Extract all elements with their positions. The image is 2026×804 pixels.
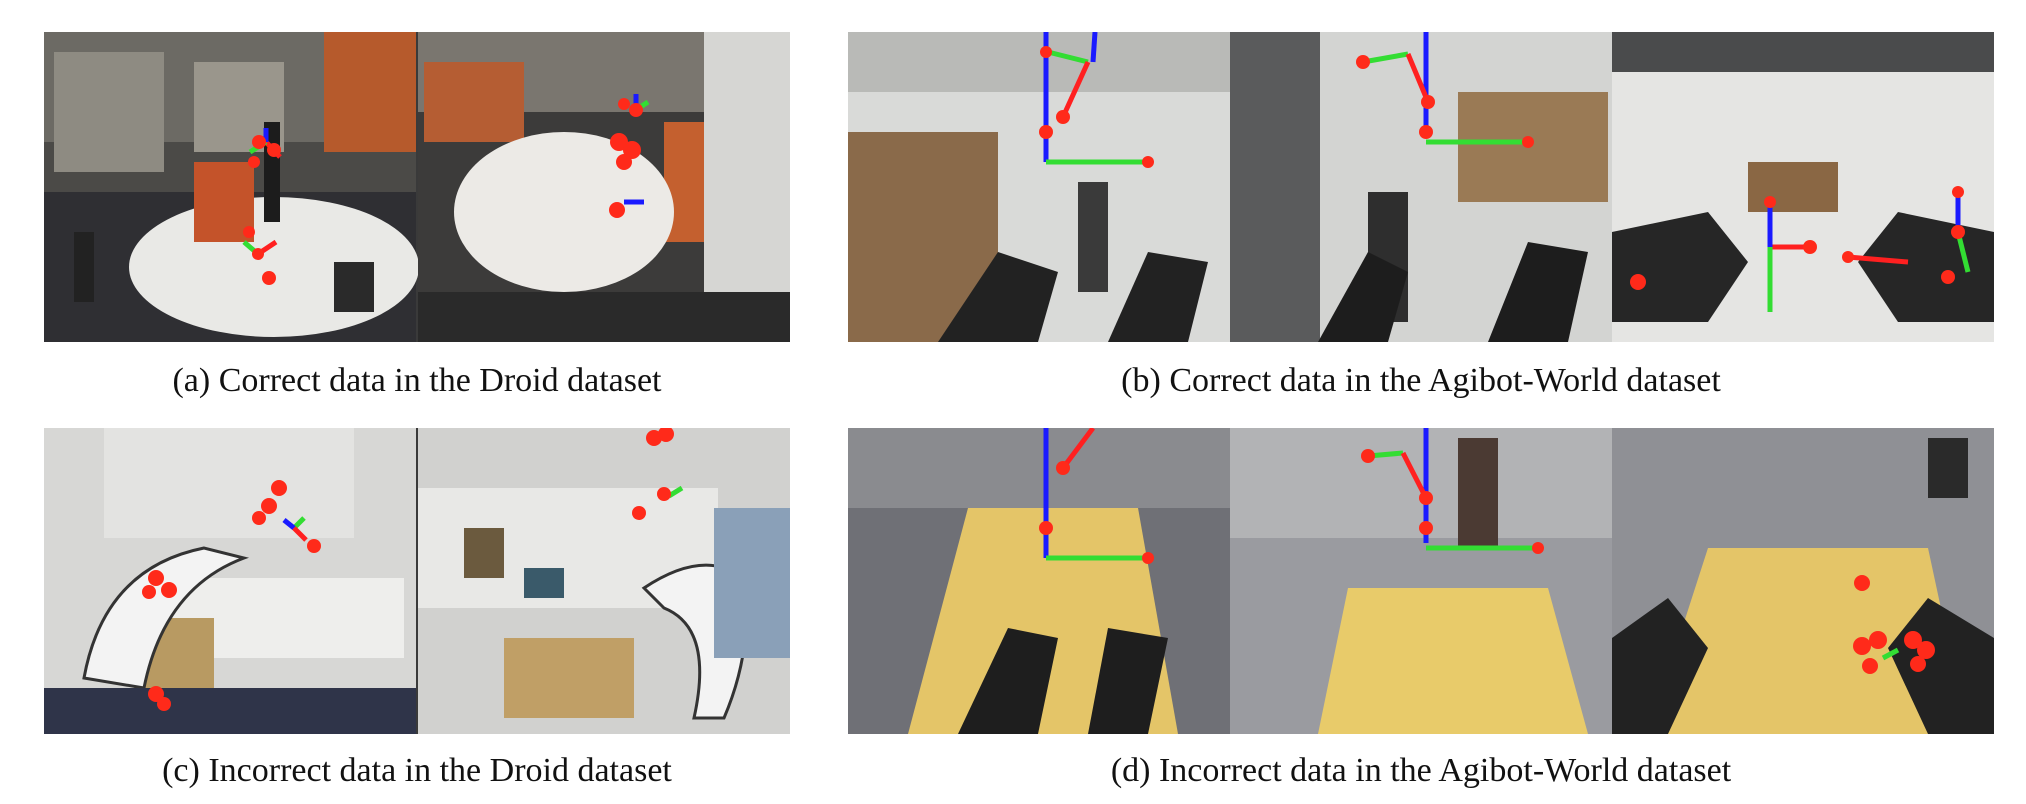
caption-b: (b) Correct data in the Agibot-World dat…: [1121, 362, 1721, 399]
panel-a-image: [44, 32, 790, 342]
panel-c-droid-incorrect: [44, 428, 790, 734]
panel-a-droid-correct: [44, 32, 790, 342]
caption-d: (d) Incorrect data in the Agibot-World d…: [1110, 752, 1732, 789]
panel-c-image: [44, 428, 790, 734]
panel-d-image: [848, 428, 1994, 734]
panel-d-agibot-incorrect: [848, 428, 1994, 734]
caption-c: (c) Incorrect data in the Droid dataset: [162, 752, 672, 789]
panel-b-agibot-correct: [848, 32, 1994, 342]
panel-b-image: [848, 32, 1994, 342]
caption-a: (a) Correct data in the Droid dataset: [172, 362, 662, 399]
